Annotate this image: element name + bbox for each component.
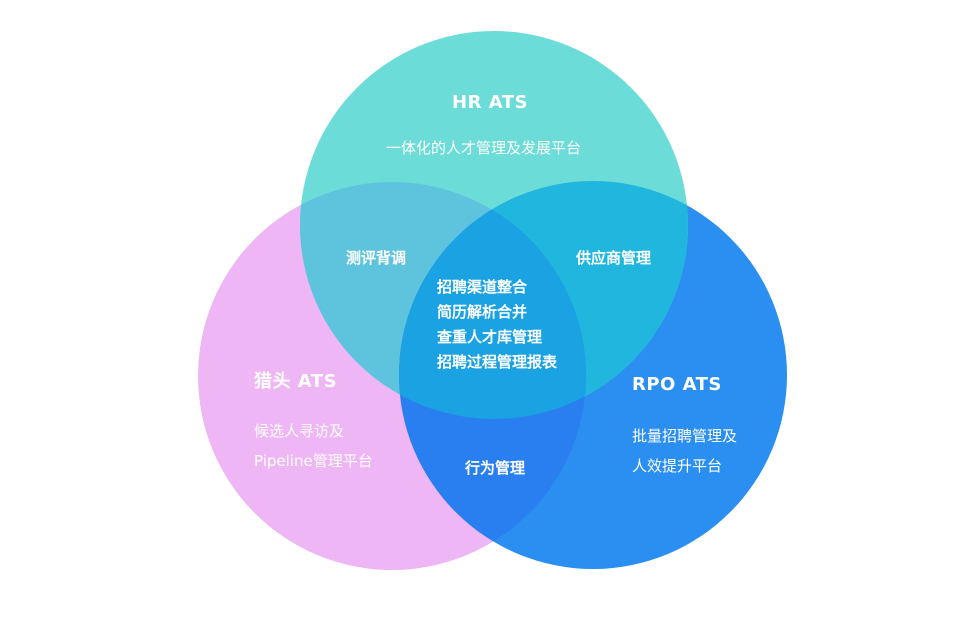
hr-ats-description: 一体化的人才管理及发展平台 — [386, 139, 582, 157]
headhunter-rpo-overlap-label: 行为管理 — [465, 459, 526, 477]
headhunter-desc-line-2: Pipeline管理平台 — [254, 452, 373, 470]
center-feature-item: 简历解析合并 — [437, 303, 528, 321]
rpo-ats-title: RPO ATS — [632, 374, 722, 395]
center-feature-item: 查重人才库管理 — [437, 328, 543, 346]
rpo-ats-description: 批量招聘管理及 人效提升平台 — [632, 421, 737, 481]
center-feature-list: 招聘渠道整合 简历解析合并 查重人才库管理 招聘过程管理报表 — [437, 275, 557, 375]
rpo-desc-line-2: 人效提升平台 — [632, 457, 723, 475]
headhunter-ats-description: 候选人寻访及 Pipeline管理平台 — [254, 416, 373, 476]
hr-headhunter-overlap-label: 测评背调 — [346, 249, 407, 267]
headhunter-desc-line-1: 候选人寻访及 — [254, 422, 345, 440]
hr-rpo-overlap-label: 供应商管理 — [576, 249, 652, 267]
center-feature-item: 招聘过程管理报表 — [437, 353, 558, 371]
hr-ats-title: HR ATS — [452, 92, 528, 113]
rpo-desc-line-1: 批量招聘管理及 — [632, 427, 738, 445]
center-feature-item: 招聘渠道整合 — [437, 278, 528, 296]
headhunter-ats-title: 猎头 ATS — [254, 371, 338, 392]
center-overlap — [399, 182, 586, 419]
